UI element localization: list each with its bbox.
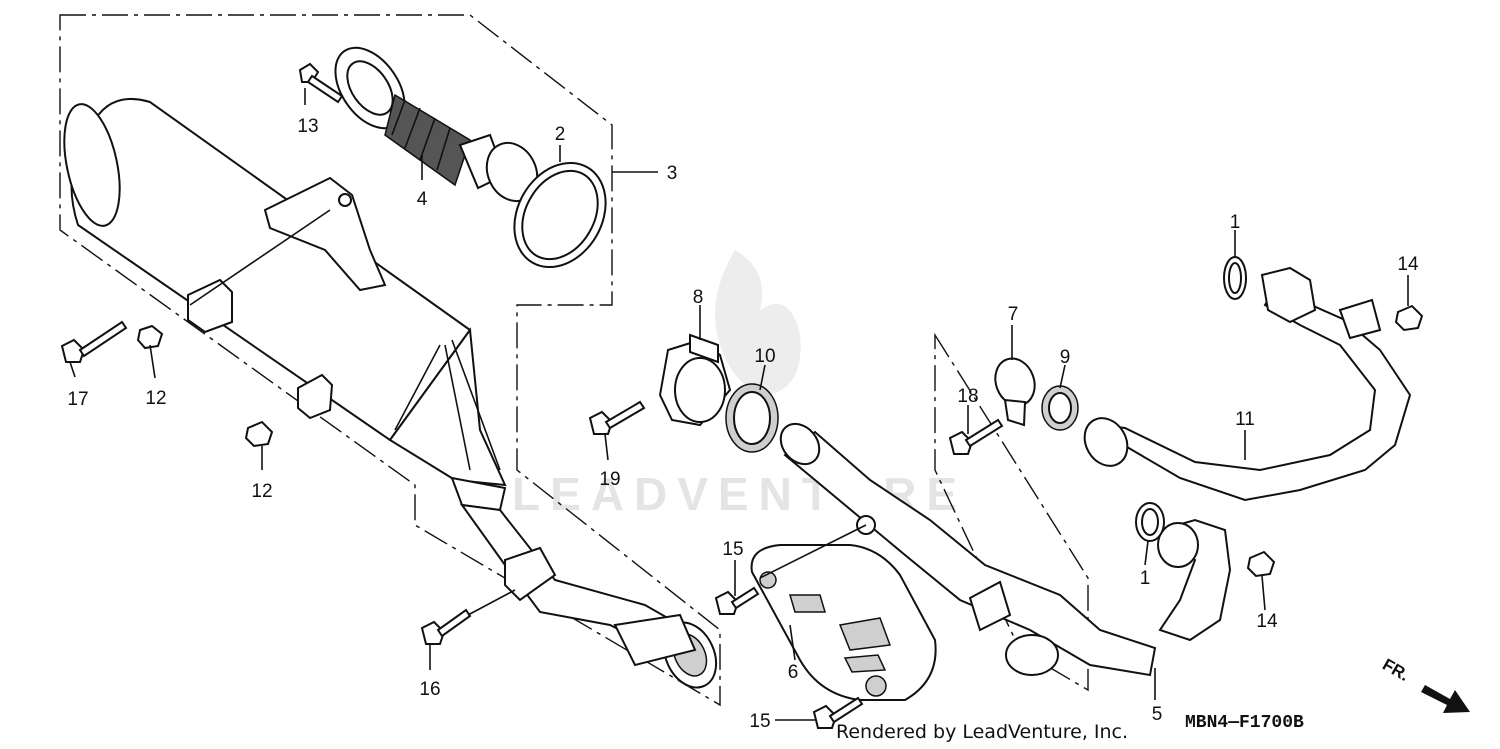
callout-1-upper[interactable]: 1: [1230, 212, 1241, 233]
callout-10[interactable]: 10: [754, 346, 775, 367]
nut-14-lower[interactable]: [1246, 550, 1276, 578]
bolt-16[interactable]: [420, 608, 472, 645]
bolt-15-lower[interactable]: [812, 696, 864, 729]
callout-8[interactable]: 8: [693, 287, 704, 308]
callout-19[interactable]: 19: [599, 469, 620, 490]
gasket-10[interactable]: [725, 383, 779, 453]
front-direction-label: FR.: [1379, 655, 1412, 685]
bolt-19[interactable]: [588, 400, 646, 435]
exhaust-middle-pipe[interactable]: [773, 416, 1157, 677]
muffler-mount-bracket: [187, 176, 557, 602]
bolt-13[interactable]: [298, 62, 344, 104]
diagram-code: MBN4—F1700B: [1185, 713, 1304, 733]
gasket-1-upper[interactable]: [1223, 256, 1247, 300]
callout-15-lower[interactable]: 15: [749, 711, 770, 732]
callout-14-upper[interactable]: 14: [1397, 254, 1419, 275]
callout-9[interactable]: 9: [1060, 347, 1071, 368]
front-arrow-icon: [1421, 685, 1470, 713]
clamp-7[interactable]: [989, 353, 1041, 427]
callout-12-upper[interactable]: 12: [145, 388, 166, 409]
watermark: LEADVENTURE: [512, 250, 957, 520]
callout-11[interactable]: 11: [1235, 409, 1255, 430]
gasket-1-lower[interactable]: [1135, 502, 1165, 542]
callout-3[interactable]: 3: [667, 163, 678, 184]
exhaust-pipe-flange-5[interactable]: [1157, 518, 1232, 642]
render-credit: Rendered by LeadVenture, Inc.: [836, 721, 1128, 743]
bolt-15-upper[interactable]: [714, 586, 760, 615]
callout-14-lower[interactable]: 14: [1256, 611, 1278, 632]
clamp-8[interactable]: [658, 333, 732, 427]
nut-12-upper[interactable]: [136, 324, 164, 350]
arrester-gasket[interactable]: [496, 146, 624, 283]
callout-1-lower[interactable]: 1: [1140, 568, 1151, 589]
bolt-17[interactable]: [60, 320, 128, 363]
leader-lines: [69, 88, 1409, 721]
callouts: 13 2 3 4 17 12 12 16 8 10 19 15 6 15 7 9…: [67, 116, 1419, 732]
muffler-body[interactable]: [55, 97, 726, 696]
callout-15-upper[interactable]: 15: [722, 539, 743, 560]
callout-2[interactable]: 2: [555, 124, 566, 145]
nut-12-lower[interactable]: [244, 420, 274, 448]
nut-14-upper[interactable]: [1394, 304, 1424, 332]
watermark-flame-logo: [715, 250, 801, 395]
exhaust-pipe-11[interactable]: [1076, 266, 1412, 502]
callout-4[interactable]: 4: [417, 189, 428, 210]
front-direction-indicator: FR.: [1379, 655, 1470, 713]
callout-12-lower[interactable]: 12: [251, 481, 272, 502]
callout-6[interactable]: 6: [788, 662, 799, 683]
pipe-group-outline: [934, 332, 1089, 692]
heat-protector-6[interactable]: [750, 544, 937, 701]
callout-18[interactable]: 18: [957, 386, 978, 407]
bolt-18[interactable]: [948, 418, 1004, 455]
muffler-group-outline: [59, 14, 721, 707]
spark-arrester-screen[interactable]: [321, 35, 546, 209]
callout-7[interactable]: 7: [1008, 304, 1019, 325]
callout-16[interactable]: 16: [419, 679, 440, 700]
callout-17[interactable]: 17: [67, 389, 88, 410]
gasket-9[interactable]: [1041, 385, 1079, 431]
callout-5[interactable]: 5: [1152, 704, 1163, 725]
callout-13[interactable]: 13: [297, 116, 318, 137]
